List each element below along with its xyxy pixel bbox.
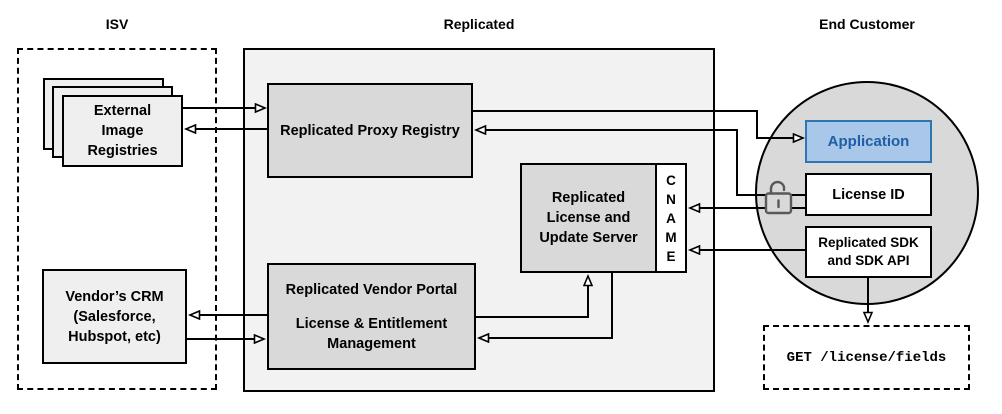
get-license-fields-label: GET /license/fields: [786, 349, 947, 366]
server-label-line: Replicated: [551, 190, 626, 206]
cname-strip: C N A M E: [655, 163, 687, 273]
registries-label-line: Image: [101, 123, 144, 139]
cname-letter: N: [666, 191, 676, 207]
application-label: Application: [827, 133, 910, 150]
license-id-box: License ID: [805, 173, 932, 216]
cname-letter: A: [666, 210, 676, 226]
registries-label-line: Registries: [87, 143, 158, 159]
vendors-crm-box: Vendor’s CRM (Salesforce, Hubspot, etc): [42, 269, 187, 364]
get-license-fields-box: GET /license/fields: [763, 325, 970, 390]
vendor-portal-subtitle-line: Management: [327, 335, 416, 352]
vendor-portal-subtitle-line: License & Entitlement: [295, 315, 448, 332]
crm-label-line: Hubspot, etc): [68, 328, 161, 345]
server-label-line: Update Server: [539, 230, 638, 246]
vendor-portal-title: Replicated Vendor Portal: [285, 281, 458, 298]
cname-letter: E: [666, 248, 676, 264]
crm-label-line: (Salesforce,: [73, 308, 156, 325]
license-update-server-box: Replicated License and Update Server: [520, 163, 657, 273]
proxy-registry-label: Replicated Proxy Registry: [280, 122, 460, 139]
crm-label-line: Vendor’s CRM: [65, 288, 164, 305]
external-image-registries-box: External Image Registries: [62, 95, 183, 167]
sdk-label-line: and SDK API: [827, 253, 910, 268]
replicated-sdk-box: Replicated SDK and SDK API: [805, 226, 932, 278]
section-header-end-customer: End Customer: [819, 16, 915, 32]
section-header-replicated: Replicated: [443, 16, 515, 32]
isv-region: [17, 48, 217, 390]
vendor-portal-box: Replicated Vendor Portal License & Entit…: [267, 263, 476, 370]
server-label-line: License and: [546, 210, 631, 226]
section-header-isv: ISV: [105, 16, 129, 32]
cname-letter: C: [666, 172, 676, 188]
cname-letter: M: [665, 229, 677, 245]
sdk-label-line: Replicated SDK: [818, 235, 919, 250]
proxy-registry-box: Replicated Proxy Registry: [267, 83, 473, 178]
license-id-label: License ID: [832, 186, 905, 203]
registries-label-line: External: [93, 103, 152, 119]
application-box: Application: [805, 120, 932, 163]
